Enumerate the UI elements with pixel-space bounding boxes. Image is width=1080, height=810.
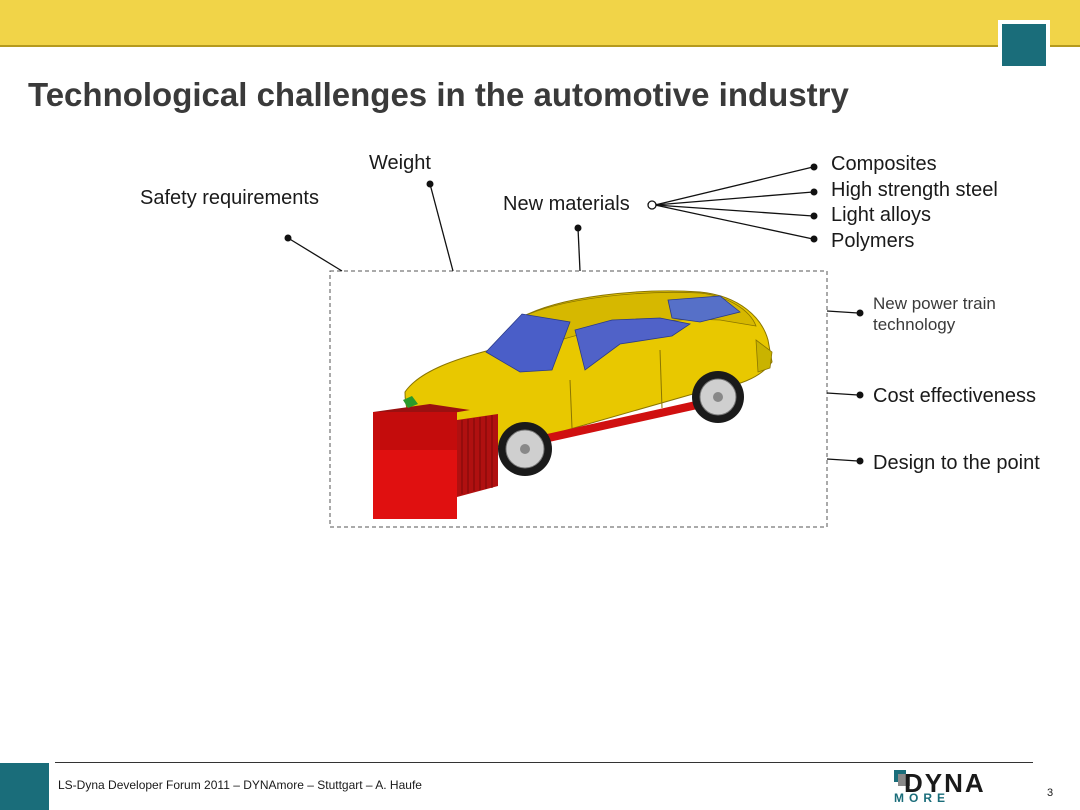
material-item: High strength steel: [831, 179, 998, 201]
logo-sub-text: MORE: [894, 791, 950, 805]
car-crash-model-image: [373, 290, 773, 519]
bullet-dot-icon: [810, 163, 818, 171]
material-item: Composites: [831, 153, 937, 175]
header-corner-square: [998, 20, 1050, 70]
safety-connector: [287, 237, 343, 272]
top-header-bar: [0, 0, 1080, 47]
label-new-materials: New materials: [503, 193, 630, 215]
branch-node-icon: [647, 200, 657, 210]
page-number: 3: [1047, 787, 1054, 799]
branch-composites: [654, 166, 814, 206]
logo-main-text: DYNA: [904, 768, 986, 798]
slide-title: Technological challenges in the automoti…: [28, 76, 849, 113]
design-connector: [826, 458, 859, 462]
bullet-dot-icon: [856, 391, 864, 399]
label-power-train-line1: New power train: [873, 294, 996, 313]
bullet-dot-icon: [810, 235, 818, 243]
material-item: Light alloys: [831, 204, 932, 226]
bullet-dot-icon: [856, 457, 864, 465]
label-weight: Weight: [369, 152, 431, 174]
bullet-dot-icon: [284, 234, 292, 242]
cost-connector: [826, 392, 859, 396]
label-power-train: New power train technology: [873, 293, 996, 335]
branch-alloys: [654, 204, 814, 217]
label-design-to-the-point: Design to the point: [873, 452, 1040, 474]
weight-connector: [429, 183, 454, 272]
label-power-train-line2: technology: [873, 315, 956, 334]
footer-corner-square: [0, 763, 49, 810]
bullet-dot-icon: [810, 212, 818, 220]
label-cost-effectiveness: Cost effectiveness: [873, 385, 1037, 407]
footer-divider: [55, 762, 1033, 763]
branch-steel: [654, 191, 814, 206]
bullet-dot-icon: [574, 224, 582, 232]
bullet-dot-icon: [426, 180, 434, 188]
materials-connector: [577, 227, 581, 272]
bullet-dot-icon: [810, 188, 818, 196]
bullet-dot-icon: [856, 309, 864, 317]
image-frame: [329, 270, 828, 528]
label-safety-requirements: Safety requirements: [140, 187, 319, 209]
branch-polymers: [654, 204, 814, 240]
dynamore-logo: DYNA MORE: [894, 770, 1030, 804]
footer-text: LS-Dyna Developer Forum 2011 – DYNAmore …: [58, 778, 422, 792]
material-item: Polymers: [831, 230, 915, 252]
logo-mark-shadow: [898, 774, 910, 786]
power-connector: [826, 310, 859, 314]
